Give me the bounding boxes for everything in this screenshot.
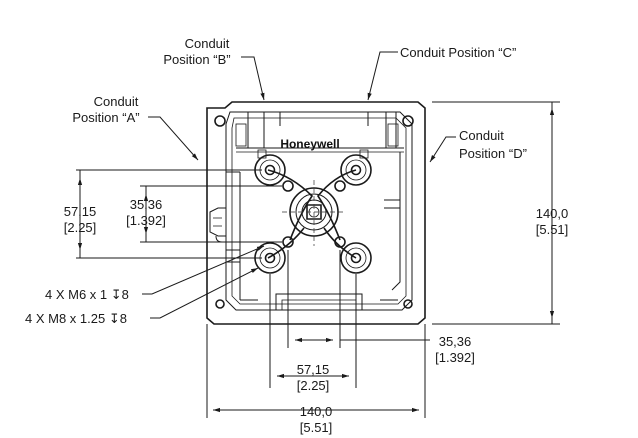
dim-right-in: [5.51]	[536, 222, 569, 237]
dim-bottom-in: [5.51]	[300, 420, 333, 435]
dim-bottom-right-in: [1.392]	[435, 350, 475, 365]
dim-left-outer-in: [2.25]	[64, 220, 97, 235]
dim-bottom-right-mm: 35,36	[439, 334, 472, 349]
conduit-b-line1: Conduit	[185, 36, 230, 51]
left-dimensions	[76, 169, 282, 259]
callout-leaders	[142, 245, 265, 319]
actuator-body	[206, 101, 426, 325]
bottom-dimensions	[206, 250, 430, 418]
callout-m8: 4 X M8 x 1.25 ↧8	[25, 311, 127, 326]
right-dimension	[432, 101, 560, 325]
conduit-d-line2: Position “D”	[459, 146, 527, 161]
dim-left-outer-mm: 57,15	[64, 204, 97, 219]
dim-left-inner-mm: 35,36	[130, 197, 163, 212]
mount-hole-tl	[214, 115, 226, 127]
conduit-d-line1: Conduit	[459, 128, 504, 143]
mount-hole-br	[403, 299, 413, 309]
conduit-b-line2: Position “B”	[163, 52, 230, 67]
center-lines	[282, 180, 346, 246]
callout-m6: 4 X M6 x 1 ↧8	[45, 287, 129, 302]
mount-hole-bl	[215, 299, 225, 309]
square-drive	[306, 204, 322, 220]
conduit-c-label: Conduit Position “C”	[400, 45, 516, 60]
dim-right-mm: 140,0	[536, 206, 569, 221]
conduit-a-line2: Position “A”	[72, 110, 139, 125]
dim-bottom-mid-mm: 57,15	[297, 362, 330, 377]
dim-bottom-mid-in: [2.25]	[297, 378, 330, 393]
dim-bottom-mm: 140,0	[300, 404, 333, 419]
conduit-a-line1: Conduit	[94, 94, 139, 109]
brand-logo: Honeywell	[280, 137, 339, 151]
dim-left-inner-in: [1.392]	[126, 213, 166, 228]
conduit-leaders	[148, 51, 456, 163]
mount-hole-tr	[402, 115, 414, 127]
